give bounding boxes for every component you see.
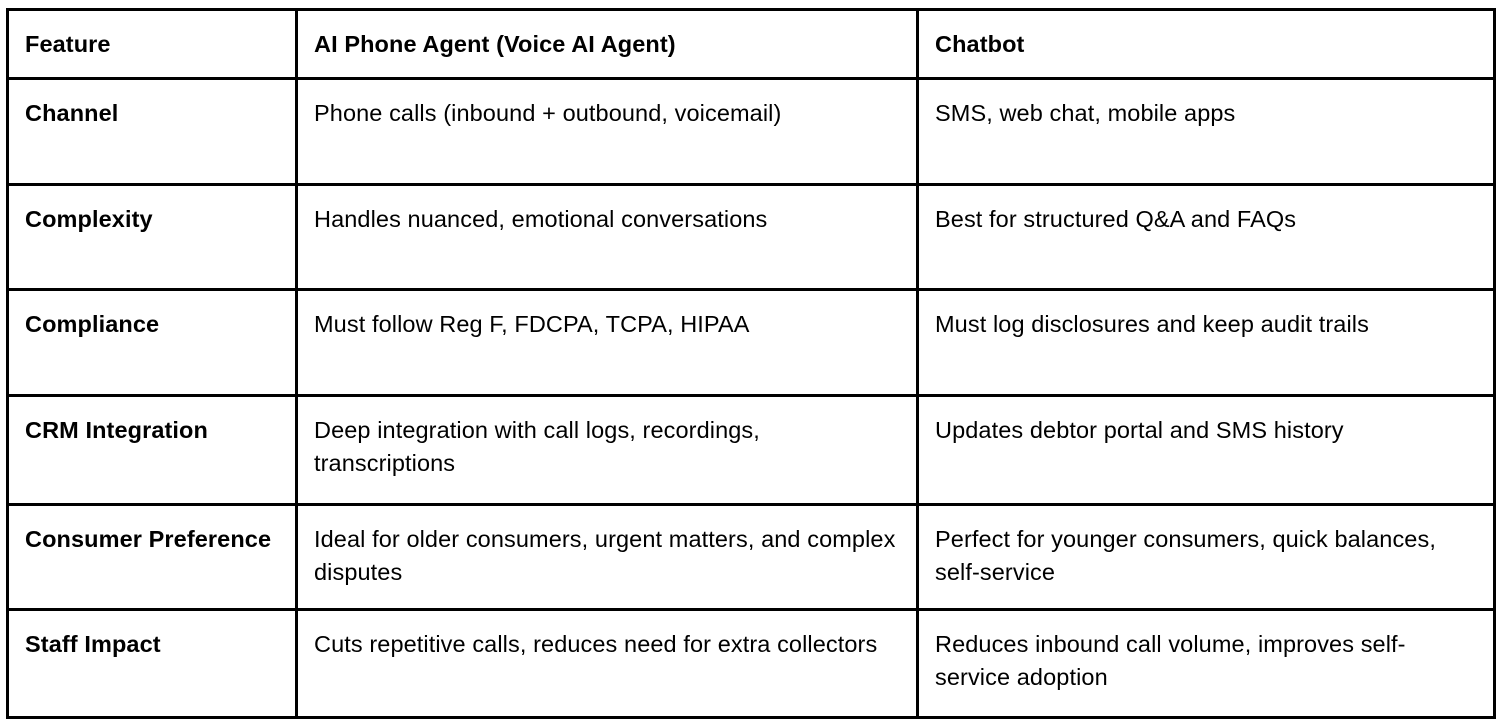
- chatbot-value-compliance: Must log disclosures and keep audit trai…: [916, 288, 1496, 397]
- table-header: Feature AI Phone Agent (Voice AI Agent) …: [6, 8, 1496, 80]
- voice-agent-value-crm-integration: Deep integration with call logs, recordi…: [295, 394, 919, 506]
- column-header-ai-phone-agent: AI Phone Agent (Voice AI Agent): [295, 8, 919, 80]
- table-row-staff-impact: Staff Impact Cuts repetitive calls, redu…: [6, 608, 1496, 719]
- feature-label-complexity: Complexity: [6, 183, 298, 291]
- table-row-channel: Channel Phone calls (inbound + outbound,…: [6, 77, 1496, 186]
- column-header-feature: Feature: [6, 8, 298, 80]
- chatbot-value-channel: SMS, web chat, mobile apps: [916, 77, 1496, 186]
- header-row: Feature AI Phone Agent (Voice AI Agent) …: [6, 8, 1496, 80]
- feature-label-consumer-preference: Consumer Preference: [6, 503, 298, 611]
- chatbot-value-complexity: Best for structured Q&A and FAQs: [916, 183, 1496, 291]
- table-row-complexity: Complexity Handles nuanced, emotional co…: [6, 183, 1496, 291]
- table-row-consumer-preference: Consumer Preference Ideal for older cons…: [6, 503, 1496, 611]
- voice-agent-value-complexity: Handles nuanced, emotional conversations: [295, 183, 919, 291]
- column-header-chatbot: Chatbot: [916, 8, 1496, 80]
- feature-label-compliance: Compliance: [6, 288, 298, 397]
- chatbot-value-crm-integration: Updates debtor portal and SMS history: [916, 394, 1496, 506]
- feature-label-staff-impact: Staff Impact: [6, 608, 298, 719]
- voice-agent-value-compliance: Must follow Reg F, FDCPA, TCPA, HIPAA: [295, 288, 919, 397]
- chatbot-value-consumer-preference: Perfect for younger consumers, quick bal…: [916, 503, 1496, 611]
- table-row-crm-integration: CRM Integration Deep integration with ca…: [6, 394, 1496, 506]
- voice-agent-value-staff-impact: Cuts repetitive calls, reduces need for …: [295, 608, 919, 719]
- table-body: Channel Phone calls (inbound + outbound,…: [6, 77, 1496, 719]
- feature-label-channel: Channel: [6, 77, 298, 186]
- voice-agent-value-consumer-preference: Ideal for older consumers, urgent matter…: [295, 503, 919, 611]
- table-row-compliance: Compliance Must follow Reg F, FDCPA, TCP…: [6, 288, 1496, 397]
- comparison-table: Feature AI Phone Agent (Voice AI Agent) …: [6, 8, 1496, 719]
- feature-label-crm-integration: CRM Integration: [6, 394, 298, 506]
- chatbot-value-staff-impact: Reduces inbound call volume, improves se…: [916, 608, 1496, 719]
- voice-agent-value-channel: Phone calls (inbound + outbound, voicema…: [295, 77, 919, 186]
